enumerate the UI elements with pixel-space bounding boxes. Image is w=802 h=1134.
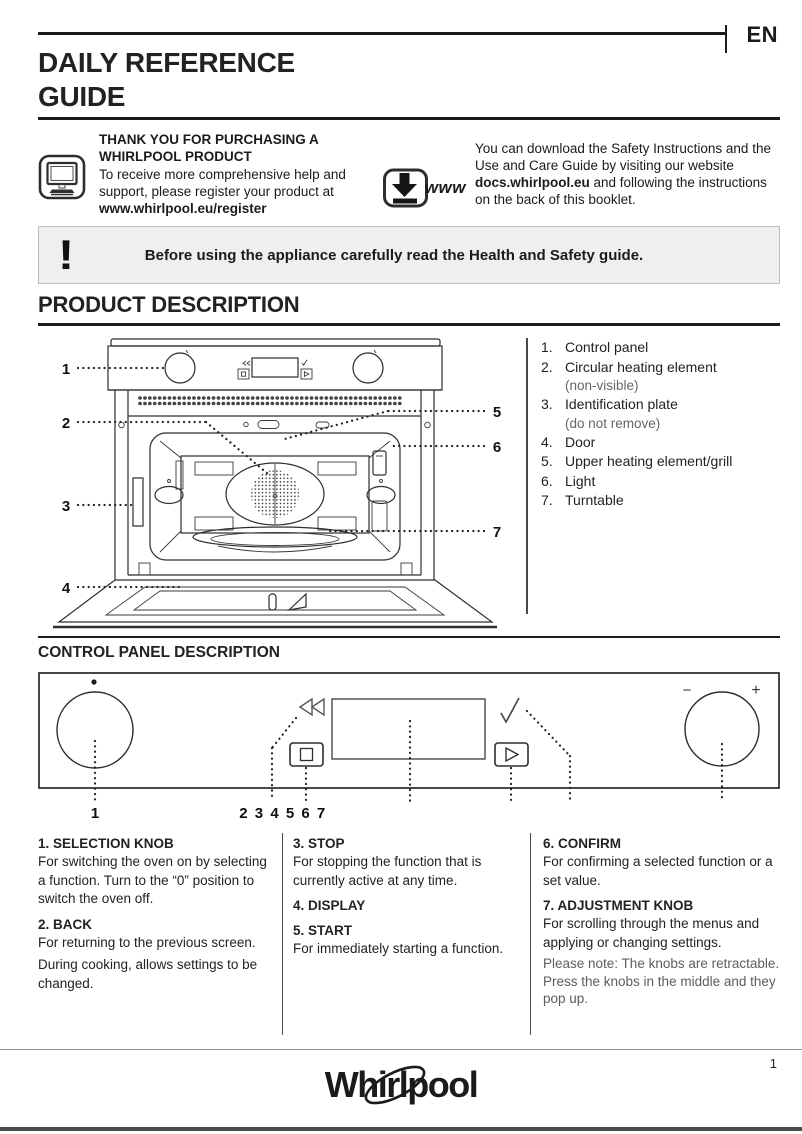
footer-divider — [0, 1049, 802, 1050]
panel-label-group: 2 3 4 5 6 7 — [239, 805, 326, 821]
register-text: THANK YOU FOR PURCHASING A WHIRLPOOL PRO… — [99, 131, 367, 217]
plus-icon: + — [751, 682, 760, 699]
controls-description: 1. SELECTION KNOB For switching the oven… — [38, 833, 780, 1035]
callout-3: 3 — [62, 498, 70, 515]
oven-light — [372, 450, 387, 476]
header-rule: EN — [38, 20, 780, 56]
rewind-back-icon — [298, 697, 325, 717]
download-site: docs.whirlpool.eu — [475, 175, 590, 190]
panel-label-1: 1 — [91, 805, 99, 821]
display-screen — [331, 698, 486, 760]
register-url: www.whirlpool.eu/register — [99, 201, 267, 216]
waveguide-cover — [225, 462, 325, 526]
control-item: 1. SELECTION KNOB For switching the oven… — [38, 836, 267, 906]
download-block: www You can download the Safety Instruct… — [382, 131, 780, 217]
bottom-bar — [0, 1127, 802, 1131]
exclamation-icon: ! — [58, 231, 75, 278]
callout-1: 1 — [62, 361, 70, 378]
control-item: 4. DISPLAY — [293, 898, 366, 913]
register-block: THANK YOU FOR PURCHASING A WHIRLPOOL PRO… — [38, 131, 382, 217]
whirlpool-logo: Whirlpool — [311, 1056, 491, 1118]
safety-warning-box: ! Before using the appliance carefully r… — [38, 226, 780, 284]
control-item: 2. BACK For returning to the previous sc… — [38, 916, 258, 991]
title-divider — [38, 117, 780, 120]
control-panel-diagram: − + 1 2 3 4 5 6 7 — [38, 669, 780, 821]
header-line — [38, 32, 725, 35]
oven-diagram: 1 2 3 4 5 6 7 — [38, 333, 520, 635]
www-download-icon: www — [382, 158, 466, 217]
control-panel-heading: CONTROL PANEL DESCRIPTION — [38, 644, 280, 661]
turntable — [192, 526, 358, 548]
list-item: 5.Upper heating element/grill — [541, 453, 733, 469]
callout-5: 5 — [493, 404, 501, 421]
minus-icon: − — [683, 682, 692, 699]
oven-callout-leaders: 1 2 3 4 5 6 7 — [62, 361, 501, 597]
confirm-check-icon — [500, 697, 520, 724]
page-title-line2: GUIDE — [38, 81, 126, 112]
parts-list: 1.Control panel 2.Circular heating eleme… — [526, 338, 780, 614]
controls-column-2: 3. STOP For stopping the function that i… — [282, 833, 530, 1035]
list-item: 1.Control panel — [541, 339, 649, 355]
whirlpool-logo-text: Whirlpool — [325, 1064, 477, 1105]
callout-6: 6 — [493, 439, 501, 456]
callout-7: 7 — [493, 524, 501, 541]
product-body: 1 2 3 4 5 6 7 1.Control panel 2.Circular… — [38, 333, 780, 635]
callout-4: 4 — [62, 580, 71, 597]
page-number: 1 — [769, 1056, 777, 1071]
list-item: 7.Turntable — [541, 492, 624, 508]
www-label: www — [424, 177, 466, 197]
panel-callout-leaders — [93, 709, 724, 803]
intro-section: THANK YOU FOR PURCHASING A WHIRLPOOL PRO… — [38, 131, 780, 217]
computer-monitor-icon — [38, 154, 86, 217]
header-tick — [725, 25, 727, 53]
list-item: 3.Identification plate — [541, 396, 678, 412]
identification-plate — [132, 477, 144, 527]
controls-column-3: 6. CONFIRM For confirming a selected fun… — [530, 833, 780, 1035]
list-item: 4.Door — [541, 433, 596, 450]
register-heading: THANK YOU FOR PURCHASING A WHIRLPOOL PRO… — [99, 132, 319, 164]
oven-top-panel — [107, 338, 443, 391]
control-item: 5. START For immediately starting a func… — [293, 923, 504, 956]
stop-button-icon — [289, 742, 324, 767]
start-play-icon — [494, 742, 529, 767]
control-item: 6. CONFIRM For confirming a selected fun… — [543, 836, 773, 888]
page-title-line1: DAILY REFERENCE — [38, 47, 295, 78]
list-item: 6.Light — [541, 472, 596, 489]
register-body: To receive more comprehensive help and s… — [99, 167, 346, 216]
list-item: 2.Circular heating element — [541, 358, 717, 375]
control-panel-section: CONTROL PANEL DESCRIPTION — [38, 636, 780, 821]
page-title: DAILY REFERENCE GUIDE — [38, 46, 295, 114]
product-description-section: PRODUCT DESCRIPTION — [38, 292, 780, 635]
download-text: You can download the Safety Instructions… — [475, 141, 771, 207]
oven-door-open — [53, 579, 497, 629]
control-item: 7. ADJUSTMENT KNOB For scrolling through… — [543, 898, 780, 1006]
language-code: EN — [746, 22, 778, 47]
callout-2: 2 — [62, 415, 70, 432]
product-description-heading: PRODUCT DESCRIPTION — [38, 292, 780, 326]
safety-warning-text: Before using the appliance carefully rea… — [144, 246, 644, 264]
control-item: 3. STOP For stopping the function that i… — [293, 836, 482, 888]
oven-cavity — [128, 432, 421, 576]
controls-column-1: 1. SELECTION KNOB For switching the oven… — [38, 833, 282, 1035]
